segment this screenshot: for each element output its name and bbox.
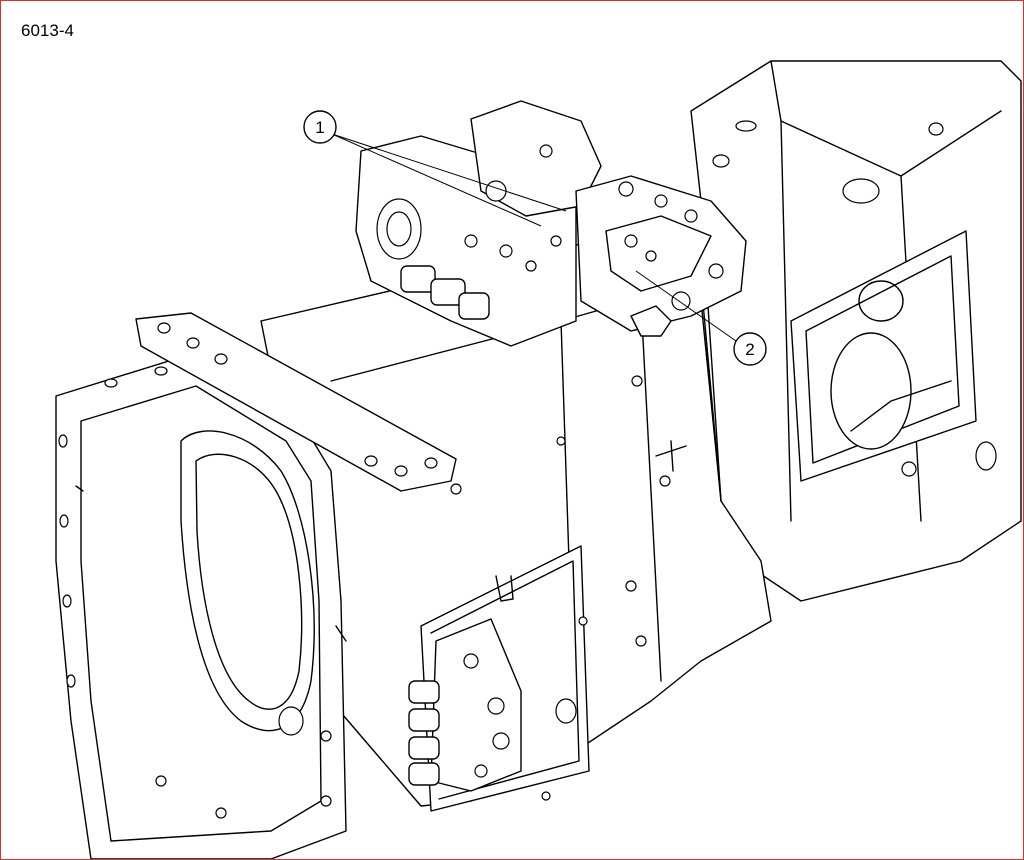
side-cover-valve	[408, 545, 590, 812]
center-housing	[260, 200, 772, 807]
rear-housing	[690, 60, 1022, 602]
callout-2-number: 2	[745, 340, 754, 359]
valve-block-2	[575, 175, 747, 337]
callout-1: 1	[303, 110, 567, 227]
callout-2: 2	[635, 270, 767, 366]
figure-id: 6013-4	[21, 21, 74, 40]
callout-1-number: 1	[315, 118, 324, 137]
front-flange	[55, 312, 457, 859]
valve-block-1	[355, 100, 602, 347]
